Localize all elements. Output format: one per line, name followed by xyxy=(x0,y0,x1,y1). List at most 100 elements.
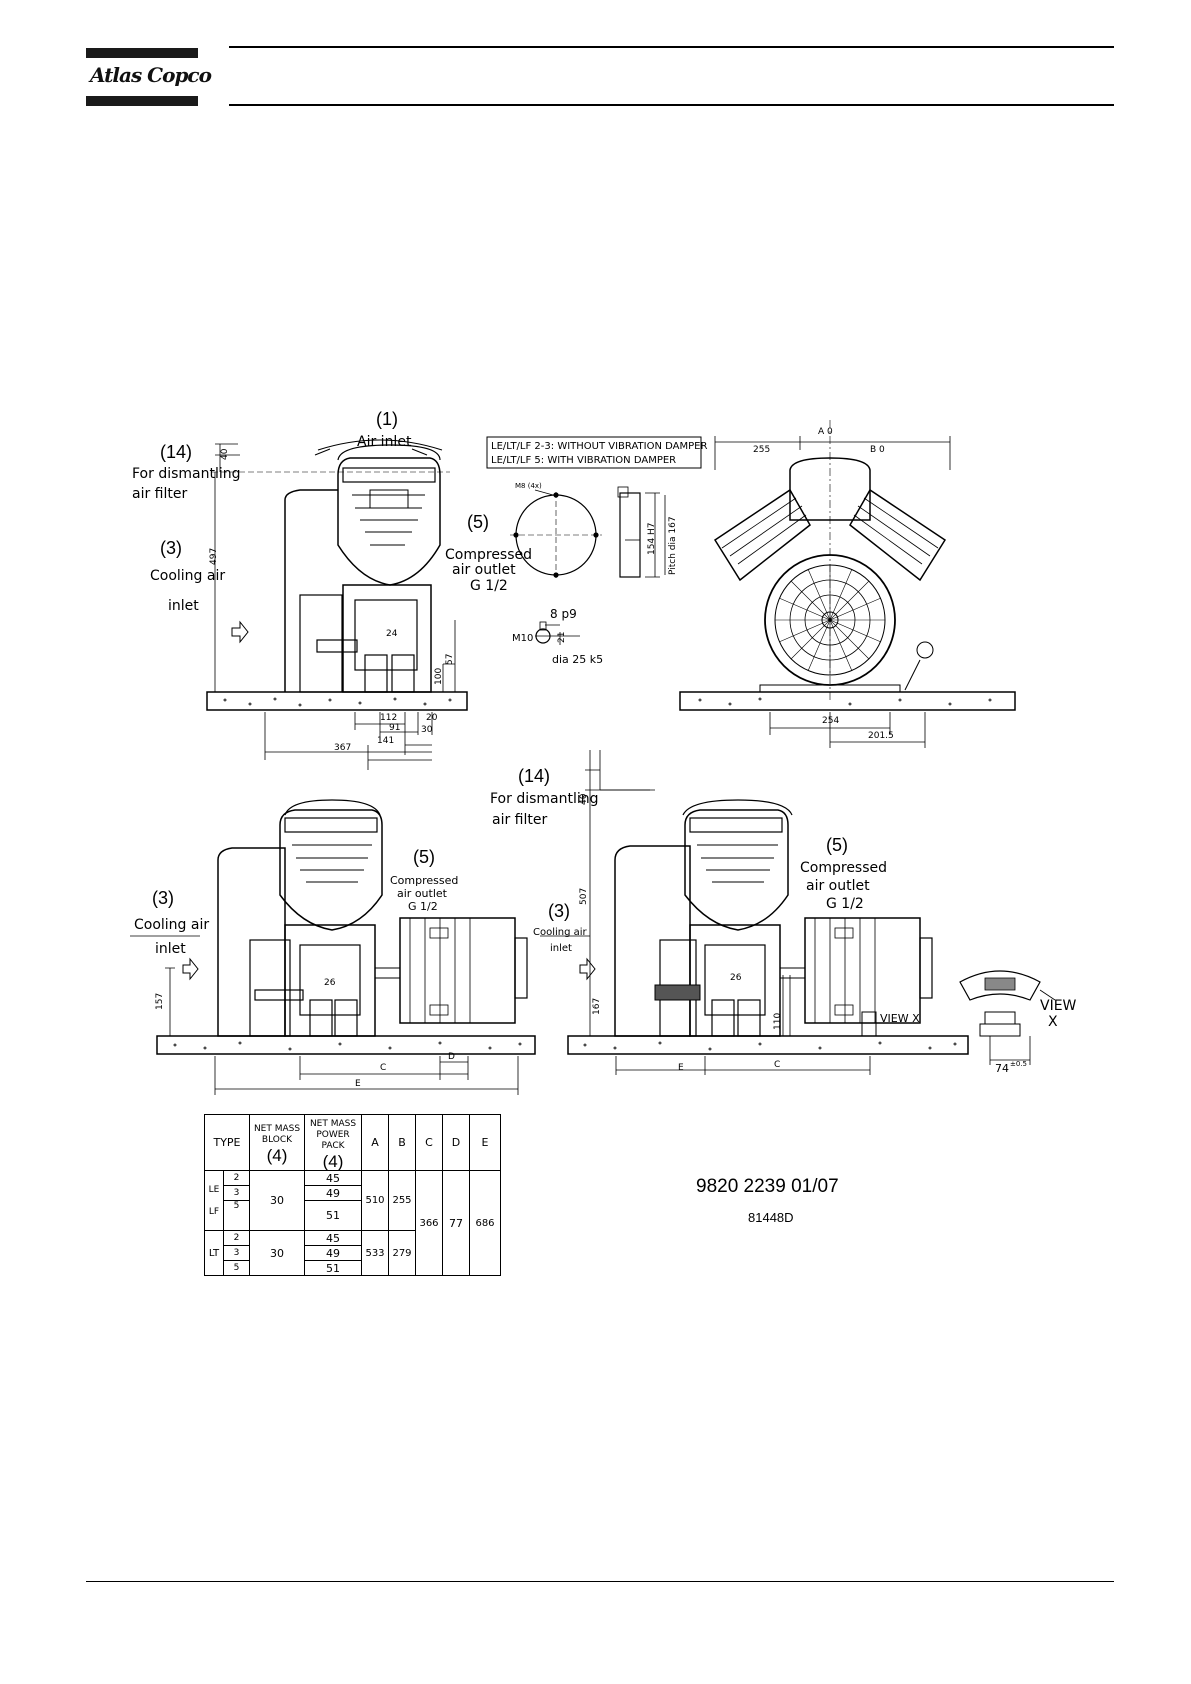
m8-label: M8 (4x) xyxy=(515,482,542,490)
dim-110: 110 xyxy=(773,1013,783,1030)
dim-26-v3: 26 xyxy=(730,973,742,983)
view-label-1: VIEW xyxy=(1040,998,1077,1014)
head-pack-num: (4) xyxy=(322,1151,344,1171)
dim-141: 141 xyxy=(377,736,394,746)
view-x-mark: VIEW X xyxy=(880,1012,920,1025)
head-mass-pack: NET MASS POWER PACK (4) xyxy=(304,1114,362,1171)
lt-label: LT xyxy=(204,1230,224,1276)
dim-40-v1: 40 xyxy=(220,448,230,460)
dim-pitch-167: Pitch dia 167 xyxy=(668,516,678,575)
outlet-label-3c: G 1/2 xyxy=(826,896,864,912)
outlet-number-2: (5) xyxy=(413,847,435,867)
dim-c-v2: C xyxy=(380,1063,386,1073)
outlet-label-3b: air outlet xyxy=(806,878,870,894)
brand-name: Atlas Copco xyxy=(90,63,212,87)
cooling-number-1: (3) xyxy=(160,538,182,558)
le-size-3: 3 xyxy=(223,1185,250,1201)
dim-255-front: 255 xyxy=(753,445,770,455)
outlet-label-1a: Compressed xyxy=(445,547,532,563)
outlet-label-1c: G 1/2 xyxy=(470,578,508,594)
dim-100: 100 xyxy=(434,668,444,685)
cooling-label-2b: inlet xyxy=(155,941,186,957)
footer-rule xyxy=(86,1581,1114,1582)
m10-label: M10 xyxy=(512,633,533,644)
dim-367: 367 xyxy=(334,743,351,753)
lt-b: 279 xyxy=(388,1230,416,1276)
dismantling-label-3a: For dismantling xyxy=(490,791,599,807)
dim-167-v3: 167 xyxy=(592,998,602,1015)
head-b: B xyxy=(388,1114,416,1171)
lt-a: 533 xyxy=(361,1230,389,1276)
le-block-mass: 30 xyxy=(249,1170,305,1231)
le-lf-label: LE LF xyxy=(204,1170,224,1231)
header-rule-top xyxy=(229,46,1114,48)
atlas-copco-logo: Atlas Copco xyxy=(86,48,212,106)
document-number: 9820 2239 01/07 xyxy=(696,1176,839,1197)
cooling-label-2a: Cooling air xyxy=(134,917,209,933)
dim-74-tol: ±0.5 xyxy=(1010,1060,1027,1068)
cooling-number-3: (3) xyxy=(548,901,570,921)
dim-a0: A 0 xyxy=(818,427,833,437)
dim-57: 57 xyxy=(445,654,455,665)
dim-e-value: 686 xyxy=(469,1170,501,1276)
cooling-label-1b: inlet xyxy=(168,598,199,614)
side-view-2 xyxy=(130,799,536,1095)
dim-507: 507 xyxy=(579,888,589,905)
outlet-number-3: (5) xyxy=(826,835,848,855)
head-d: D xyxy=(442,1114,470,1171)
head-mass-block: NET MASS BLOCK (4) xyxy=(249,1114,305,1171)
outlet-label-3a: Compressed xyxy=(800,860,887,876)
dim-e-v2: E xyxy=(355,1079,361,1089)
le-pack-2: 45 xyxy=(304,1170,362,1186)
dismantling-label-3b: air filter xyxy=(492,812,547,828)
outlet-number-1: (5) xyxy=(467,512,489,532)
head-block-num: (4) xyxy=(266,1146,288,1165)
outlet-label-2a: Compressed xyxy=(390,874,458,887)
dismantling-number-3: (14) xyxy=(518,766,550,786)
air-inlet-label: Air inlet xyxy=(357,434,412,450)
dismantling-number-1: (14) xyxy=(160,442,192,462)
note-line-2: LE/LT/LF 5: WITH VIBRATION DAMPER xyxy=(491,455,676,466)
lt-pack-5: 51 xyxy=(304,1260,362,1276)
lt-block-mass: 30 xyxy=(249,1230,305,1276)
head-pack-line-1: NET MASS xyxy=(309,1118,357,1129)
outlet-label-2c: G 1/2 xyxy=(408,900,438,913)
le-pack-3: 49 xyxy=(304,1185,362,1201)
air-inlet-number: (1) xyxy=(376,409,398,429)
dim-2015: 201.5 xyxy=(868,731,894,741)
dim-26-v2: 26 xyxy=(324,978,336,988)
note-line-1: LE/LT/LF 2-3: WITHOUT VIBRATION DAMPER xyxy=(491,441,707,452)
dismantling-label-1b: air filter xyxy=(132,486,187,502)
dim-497: 497 xyxy=(209,548,219,565)
dim-254: 254 xyxy=(822,716,839,726)
lt-pack-3: 49 xyxy=(304,1245,362,1261)
shaft-dia: dia 25 k5 xyxy=(552,653,603,666)
lt-size-5: 5 xyxy=(223,1260,250,1276)
flange-detail xyxy=(510,486,666,645)
dim-112: 112 xyxy=(380,713,397,723)
side-view-1 xyxy=(206,439,468,770)
le-size-2: 2 xyxy=(223,1170,250,1186)
vibration-note-box xyxy=(486,436,702,469)
head-pack-line-2: POWER PACK xyxy=(316,1129,350,1151)
header-rule-bottom xyxy=(229,104,1114,106)
le-pack-5: 51 xyxy=(304,1200,362,1231)
outlet-label-2b: air outlet xyxy=(397,887,448,900)
le-b: 255 xyxy=(388,1170,416,1231)
dim-91: 91 xyxy=(389,723,400,733)
cooling-label-1a: Cooling air xyxy=(150,568,225,584)
head-c: C xyxy=(415,1114,443,1171)
outlet-label-1b: air outlet xyxy=(452,562,516,578)
dim-c-value: 366 xyxy=(415,1170,443,1276)
drawing-number: 81448D xyxy=(748,1210,794,1225)
key-8p9: 8 p9 xyxy=(550,607,577,621)
head-block-line-2: BLOCK xyxy=(261,1135,293,1145)
head-e: E xyxy=(469,1114,501,1171)
lt-pack-2: 45 xyxy=(304,1230,362,1246)
dismantling-label-1a: For dismantling xyxy=(132,466,241,482)
dim-20: 20 xyxy=(426,713,438,723)
dim-c-v3: C xyxy=(774,1060,780,1070)
dim-157-v2: 157 xyxy=(155,993,165,1010)
head-type: TYPE xyxy=(204,1114,250,1171)
le-a: 510 xyxy=(361,1170,389,1231)
